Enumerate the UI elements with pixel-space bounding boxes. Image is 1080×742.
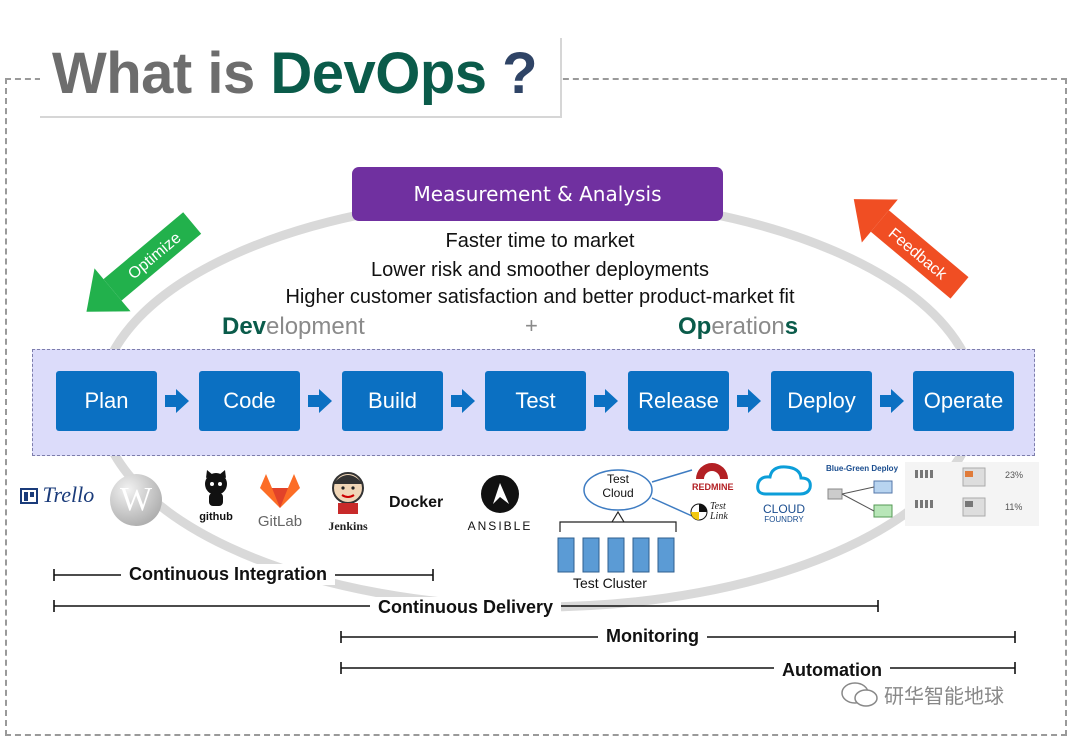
redmine-icon — [696, 463, 728, 479]
arrow-right-icon — [594, 389, 618, 413]
gitlab-logo: GitLab — [255, 474, 305, 530]
server-2 — [582, 537, 600, 573]
server-1 — [557, 537, 575, 573]
plus-sign: + — [525, 313, 538, 338]
ab-percent-bottom: 11% — [1005, 502, 1023, 512]
jenkins-logo: Jenkins — [322, 470, 374, 534]
test-cluster-label: Test Cluster — [573, 575, 647, 591]
redmine-logo: REDMINE — [692, 459, 734, 492]
blue-green-deploy-diagram: Blue-Green Deploy — [826, 464, 898, 526]
test-cloud-label: Test Cloud — [598, 472, 638, 500]
stage-code: Code — [199, 371, 300, 431]
wikipedia-letter: W — [119, 481, 153, 518]
arrow-right-icon — [308, 389, 332, 413]
operations-label: Operations — [678, 313, 799, 340]
benefit-2: Lower risk and smoother deployments — [371, 259, 709, 281]
cloud-foundry-icon — [756, 465, 812, 496]
arrow-right-icon — [165, 389, 189, 413]
wechat-icon — [841, 681, 878, 707]
trello-icon — [20, 488, 38, 504]
jenkins-text: Jenkins — [328, 519, 368, 533]
redmine-text: REDMINE — [692, 482, 734, 492]
testlink-text-2: Link — [710, 511, 728, 522]
server-3 — [607, 537, 625, 573]
ci-label: Continuous Integration — [121, 564, 335, 585]
title-part-devops: DevOps — [270, 41, 487, 106]
server-4 — [632, 537, 650, 573]
testlink-logo: Test Link — [690, 502, 728, 522]
title-box — [40, 38, 562, 118]
server-5 — [657, 537, 675, 573]
trello-logo: Trello — [20, 482, 94, 508]
docker-label: Docker — [389, 494, 444, 511]
stage-plan: Plan — [56, 371, 157, 431]
measurement-analysis-box: Measurement & Analysis — [352, 167, 723, 221]
gitlab-text: GitLab — [257, 513, 303, 530]
watermark: 研华智能地球 — [840, 680, 1004, 709]
arrow-right-icon — [880, 389, 904, 413]
wikipedia-icon: W — [110, 474, 162, 526]
stage-build: Build — [342, 371, 443, 431]
stage-test: Test — [485, 371, 586, 431]
benefit-3: Higher customer satisfaction and better … — [285, 286, 795, 308]
title-part-question: ? — [486, 41, 538, 106]
octocat-icon — [205, 470, 227, 506]
arrow-right-icon — [737, 389, 761, 413]
trello-text: Trello — [42, 482, 95, 507]
test-cloud-line-2: Cloud — [602, 486, 634, 500]
stage-operate: Operate — [913, 371, 1014, 431]
jenkins-butler-icon — [332, 472, 364, 514]
title-part-what: What is — [52, 41, 271, 106]
gitlab-fox-icon — [260, 474, 300, 508]
ab-percent-top: 23% — [1005, 470, 1024, 480]
github-logo: github — [194, 470, 238, 523]
cd-label: Continuous Delivery — [370, 597, 562, 618]
blue-green-title: Blue-Green Deploy — [826, 464, 899, 473]
arrow-right-icon — [451, 389, 475, 413]
cloud-foundry-text-2: FOUNDRY — [764, 515, 804, 524]
watermark-text: 研华智能地球 — [884, 686, 1004, 708]
cloud-shape — [583, 469, 653, 511]
test-cloud-diagram — [557, 469, 693, 573]
ansible-icon — [481, 475, 519, 513]
page-title: What is DevOps ? — [52, 40, 538, 107]
automation-label: Automation — [774, 660, 890, 681]
stage-release: Release — [628, 371, 729, 431]
cloud-foundry-text-1: CLOUD — [762, 502, 805, 516]
testlink-text-1: Test — [710, 501, 726, 512]
ab-testing-panel: 23% 11% — [905, 462, 1039, 526]
github-text: github — [199, 511, 233, 523]
development-label: Development — [222, 313, 365, 340]
ansible-logo: ANSIBLE — [460, 474, 540, 533]
benefit-1: Faster time to market — [445, 230, 635, 252]
ansible-text: ANSIBLE — [467, 519, 533, 533]
monitoring-label: Monitoring — [598, 626, 707, 647]
ab-testing-graphic — [915, 467, 986, 517]
test-cloud-line-1: Test — [606, 472, 629, 486]
testlink-target-icon — [690, 503, 708, 521]
cloud-foundry-logo: CLOUD FOUNDRY — [752, 464, 816, 524]
blue-green-graphic — [827, 480, 893, 518]
stage-deploy: Deploy — [771, 371, 872, 431]
